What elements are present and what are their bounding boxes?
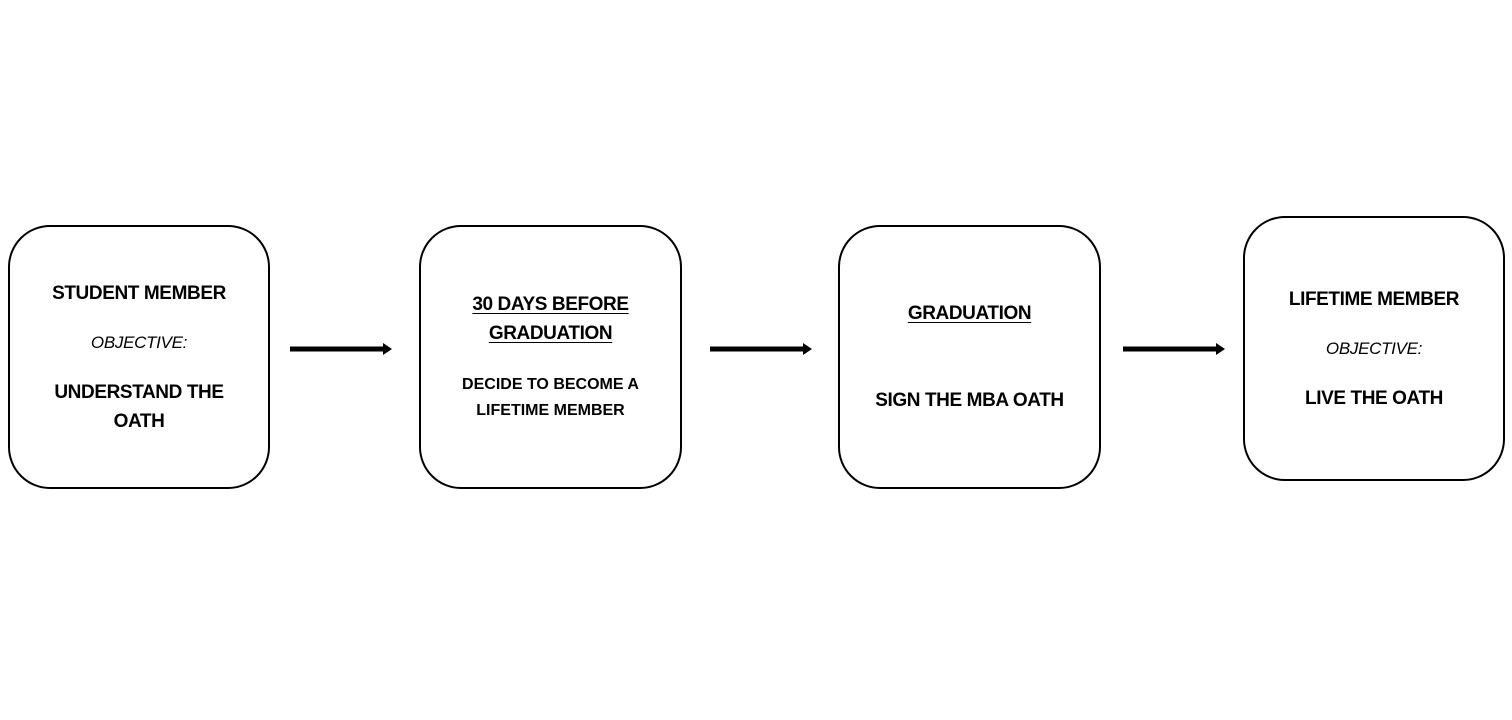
step-objective-text: UNDERSTAND THE OATH (54, 381, 224, 432)
step-title: LIFETIME MEMBER (1288, 288, 1460, 310)
step-box-graduation: GRADUATION SIGN THE MBA OATH (838, 225, 1101, 489)
step-box-lifetime-member: LIFETIME MEMBER OBJECTIVE: LIVE THE OATH (1243, 216, 1505, 481)
step-title: STUDENT MEMBER (52, 282, 226, 304)
flow-arrow-2 (710, 343, 812, 355)
step-objective-text: LIVE THE OATH (1304, 387, 1443, 409)
flow-arrow-1 (290, 343, 392, 355)
flow-arrow-3 (1123, 343, 1225, 355)
step-title: 30 DAYS BEFORE GRADUATION (472, 294, 629, 344)
step-action-text: DECIDE TO BECOME A LIFETIME MEMBER (462, 376, 639, 419)
step-objective-label: OBJECTIVE: (1325, 338, 1423, 358)
step-box-30-days-before-graduation: 30 DAYS BEFORE GRADUATION DECIDE TO BECO… (419, 225, 682, 489)
step-title: GRADUATION (907, 303, 1032, 324)
step-box-student-member: STUDENT MEMBER OBJECTIVE: UNDERSTAND THE… (8, 225, 270, 489)
step-objective-label: OBJECTIVE: (90, 332, 188, 352)
step-action-text: SIGN THE MBA OATH (875, 390, 1064, 411)
